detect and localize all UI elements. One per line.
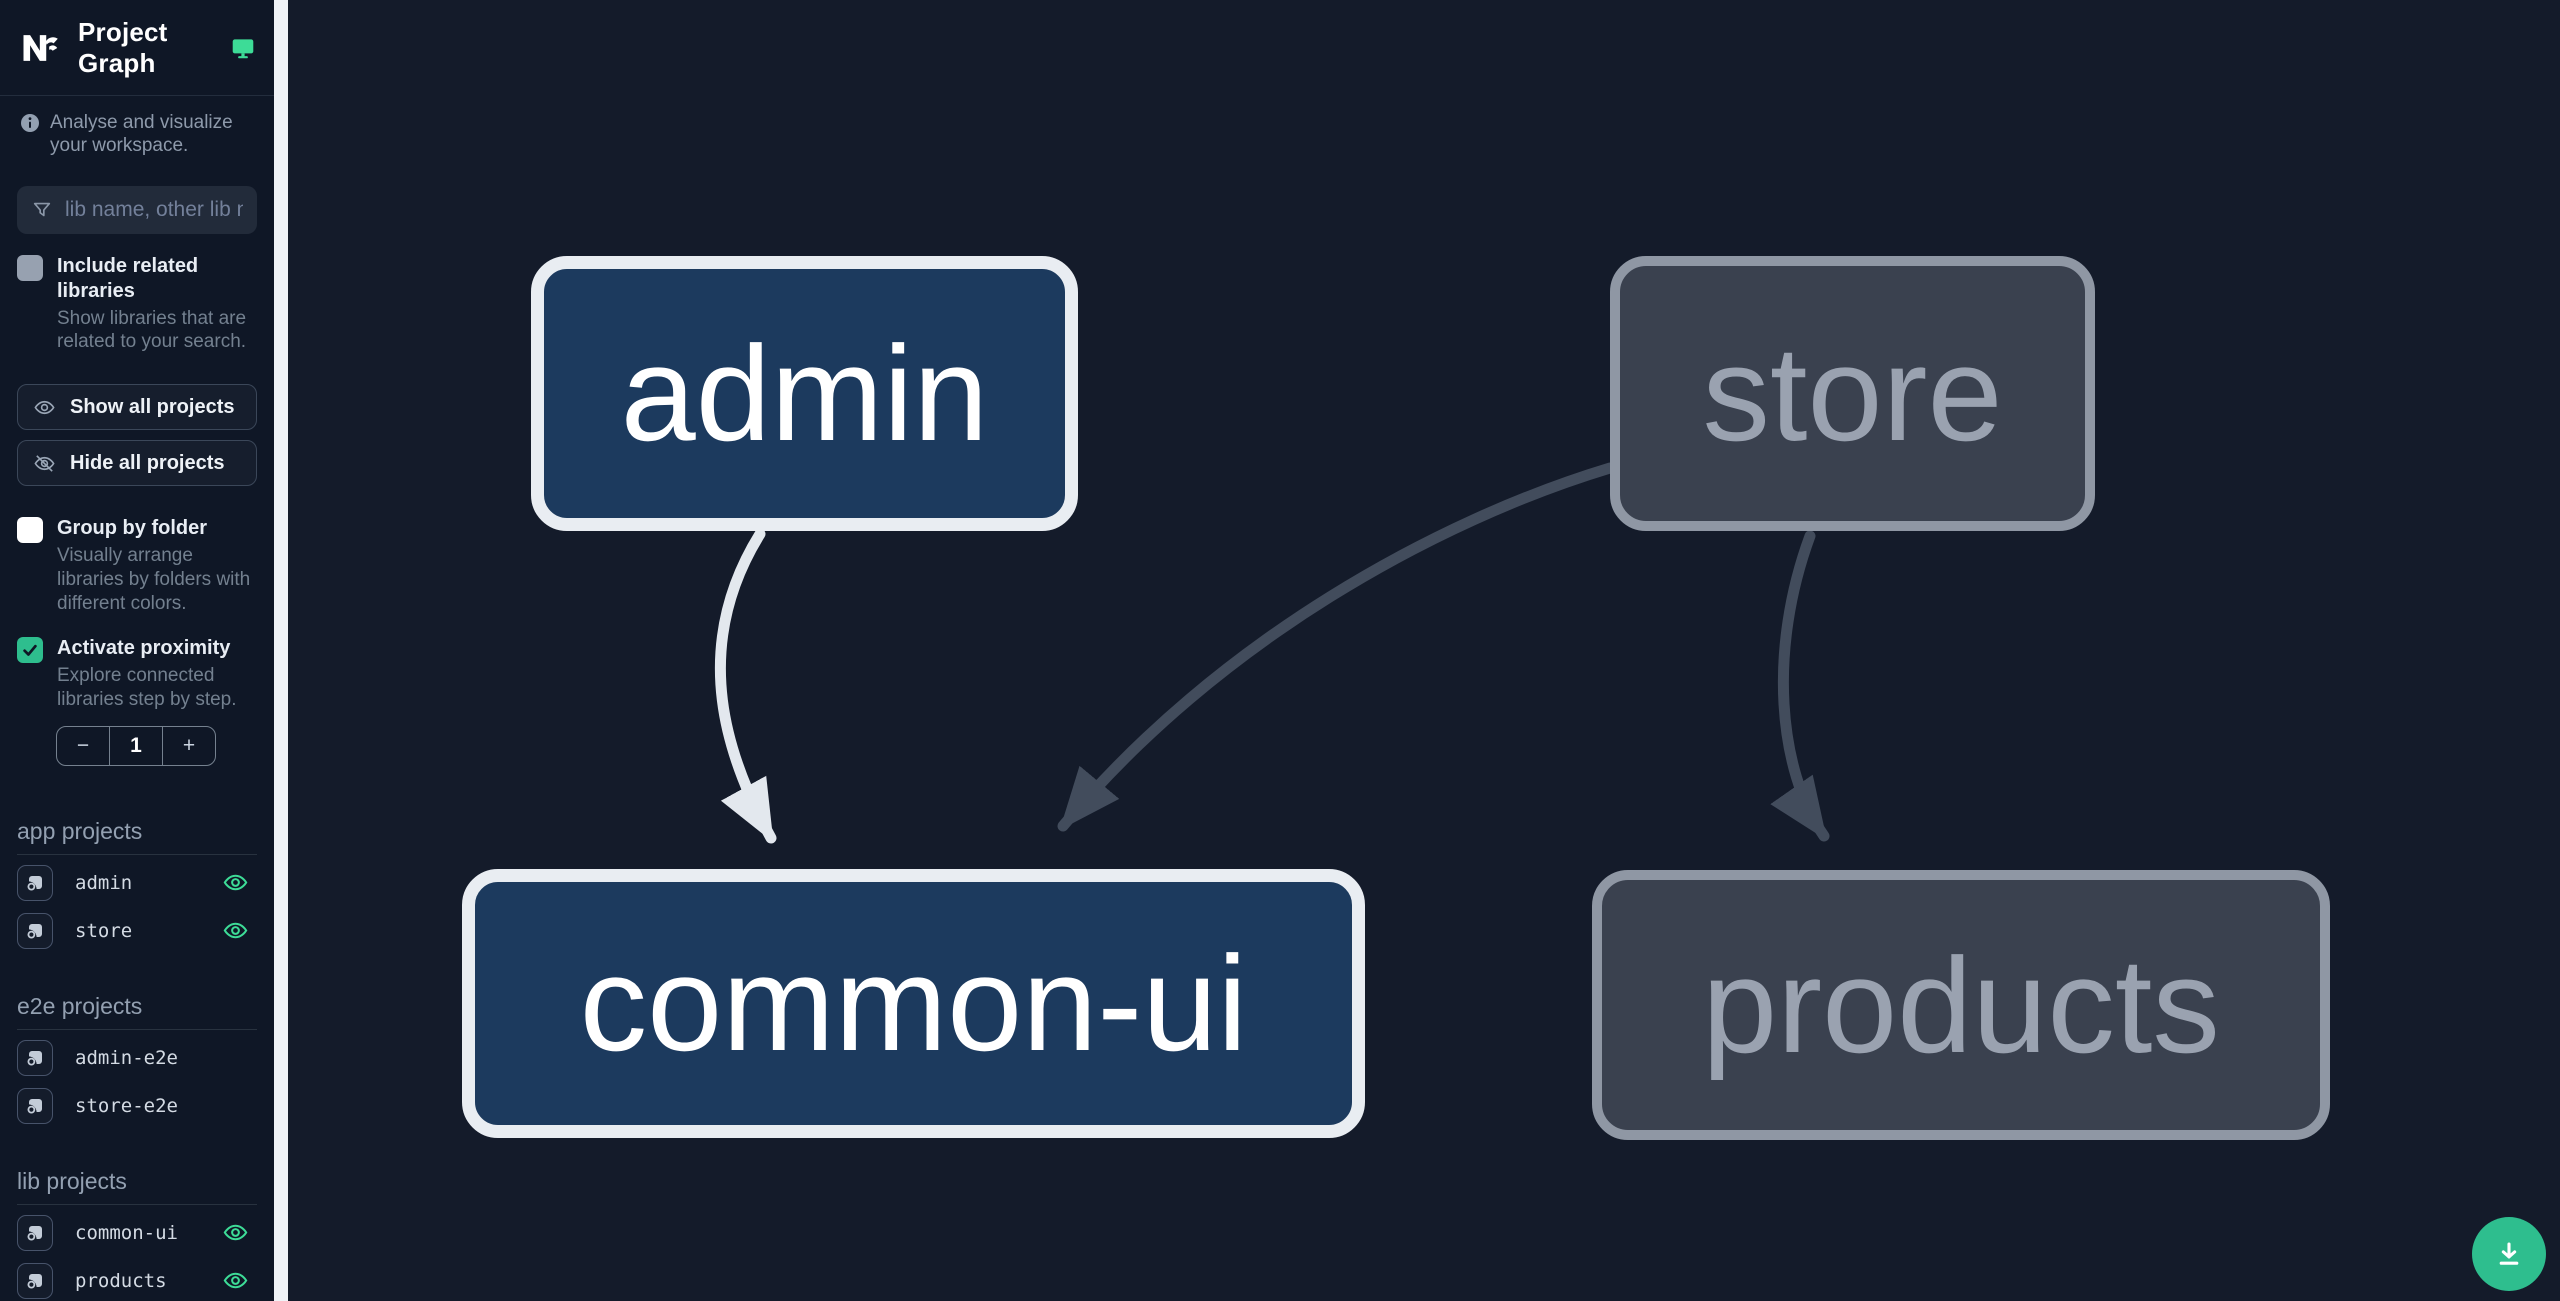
list-item: admin — [17, 863, 257, 903]
sidebar: Project Graph Analyse and visualize your… — [0, 0, 274, 1301]
edge-admin-to-common-ui[interactable] — [714, 528, 777, 844]
show-all-projects-button[interactable]: Show all projects — [17, 384, 257, 431]
download-icon — [2499, 1242, 2519, 1265]
show-all-projects-label: Show all projects — [70, 395, 235, 418]
focus-icon — [27, 1050, 42, 1066]
monitor-icon — [230, 35, 256, 61]
focus-project-button[interactable] — [17, 1214, 53, 1251]
include-related-label: Include related libraries — [57, 254, 199, 302]
activate-proximity-label: Activate proximity — [57, 637, 231, 660]
list-item: common-ui — [17, 1213, 257, 1253]
proximity-decrement-button[interactable]: − — [57, 727, 109, 765]
activate-proximity-checkbox[interactable] — [17, 637, 43, 664]
include-related-checkbox[interactable] — [17, 254, 43, 281]
focus-icon — [27, 1273, 42, 1289]
graph-node-products[interactable]: products — [1592, 870, 2330, 1140]
project-name: products — [75, 1269, 167, 1292]
section-title: app projects — [17, 818, 257, 855]
activate-proximity-description: Explore connected libraries step by step… — [57, 665, 237, 711]
proximity-value[interactable]: 1 — [109, 727, 163, 765]
eye-icon — [223, 875, 248, 891]
eye-icon — [223, 923, 248, 939]
project-name: common-ui — [75, 1221, 178, 1244]
focus-project-button[interactable] — [17, 1262, 53, 1299]
eye-icon — [223, 1225, 248, 1241]
sidebar-header: Project Graph — [0, 0, 274, 96]
focus-icon — [27, 1225, 42, 1241]
eye-off-icon — [34, 455, 55, 472]
project-name: admin-e2e — [75, 1046, 178, 1069]
edge-store-to-products[interactable] — [1770, 530, 1830, 842]
list-item: store — [17, 911, 257, 951]
graph-node-admin[interactable]: admin — [531, 256, 1078, 531]
search-input[interactable] — [65, 197, 243, 222]
group-by-folder-checkbox[interactable] — [17, 517, 43, 544]
proximity-increment-button[interactable]: + — [163, 727, 215, 765]
workspace-tagline: Analyse and visualize your workspace. — [0, 96, 274, 164]
project-name: admin — [75, 871, 133, 894]
focus-project-button[interactable] — [17, 864, 53, 901]
eye-icon — [34, 400, 55, 414]
sidebar-divider — [274, 0, 288, 1301]
hide-all-projects-button[interactable]: Hide all projects — [17, 440, 257, 487]
toggle-visibility-button[interactable] — [222, 917, 249, 944]
search-box — [17, 185, 257, 234]
focus-project-button[interactable] — [17, 1039, 53, 1076]
node-label: common-ui — [579, 928, 1248, 1079]
graph-canvas[interactable]: admin store common-ui products — [288, 0, 2560, 1301]
section-e2e-projects: e2e projects admin-e2e store-e2 — [17, 993, 257, 1126]
focus-icon — [27, 923, 42, 939]
list-item: products — [17, 1261, 257, 1301]
node-label: store — [1702, 318, 2003, 469]
activate-proximity-option[interactable]: Activate proximity Explore connected lib… — [17, 636, 257, 712]
group-by-folder-description: Visually arrange libraries by folders wi… — [57, 545, 251, 615]
filter-funnel-icon — [33, 202, 51, 216]
list-item: store-e2e — [17, 1086, 257, 1126]
node-label: admin — [620, 318, 989, 469]
group-by-folder-label: Group by folder — [57, 517, 207, 540]
project-name: store-e2e — [75, 1094, 178, 1117]
focus-project-button[interactable] — [17, 912, 53, 949]
section-lib-projects: lib projects common-ui — [17, 1168, 257, 1301]
section-title: e2e projects — [17, 993, 257, 1030]
include-related-description: Show libraries that are related to your … — [57, 307, 247, 353]
list-item: admin-e2e — [17, 1038, 257, 1078]
proximity-stepper: − 1 + — [56, 726, 216, 766]
focus-project-button[interactable] — [17, 1087, 53, 1124]
page-title: Project Graph — [78, 16, 168, 78]
graph-node-store[interactable]: store — [1610, 256, 2095, 531]
nx-logo-icon — [18, 26, 62, 70]
node-label: products — [1702, 929, 2220, 1081]
focus-icon — [27, 875, 42, 891]
tagline-text: Analyse and visualize your workspace. — [50, 112, 233, 156]
info-icon — [21, 114, 39, 132]
group-by-folder-option[interactable]: Group by folder Visually arrange librari… — [17, 516, 257, 616]
toggle-visibility-button[interactable] — [222, 1219, 249, 1246]
edge-store-to-common-ui[interactable] — [1057, 462, 1616, 832]
include-related-option[interactable]: Include related libraries Show libraries… — [17, 254, 257, 355]
eye-icon — [223, 1273, 248, 1289]
section-app-projects: app projects admin — [17, 818, 257, 951]
checkmark-icon — [23, 644, 37, 656]
download-graph-button[interactable] — [2472, 1217, 2546, 1291]
graph-node-common-ui[interactable]: common-ui — [462, 869, 1365, 1138]
project-name: store — [75, 919, 133, 942]
toggle-visibility-button[interactable] — [222, 1267, 249, 1294]
focus-icon — [27, 1098, 42, 1114]
section-title: lib projects — [17, 1168, 257, 1205]
toggle-visibility-button[interactable] — [222, 869, 249, 896]
edges-layer — [714, 462, 1830, 844]
hide-all-projects-label: Hide all projects — [70, 451, 225, 474]
